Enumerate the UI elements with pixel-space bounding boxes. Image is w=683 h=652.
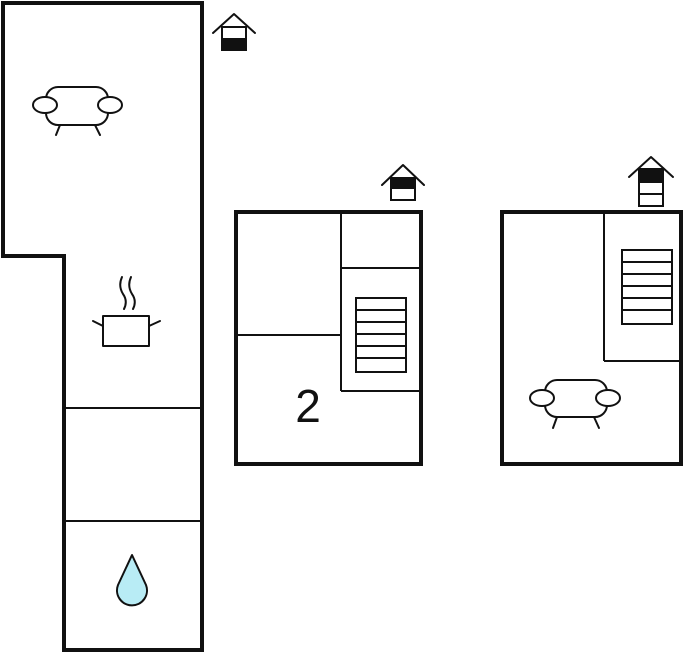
cooking-pot-icon <box>92 276 161 347</box>
first-floor: 2 <box>234 164 425 466</box>
stairs-icon <box>355 297 407 373</box>
stairs-icon <box>621 249 673 325</box>
ground-floor <box>1 1 256 652</box>
second-floor-walls <box>500 210 683 466</box>
house-level-icon <box>212 13 256 51</box>
sofa-icon <box>32 86 123 136</box>
house-level-icon <box>381 164 425 201</box>
second-floor <box>500 156 683 466</box>
first-floor-walls <box>234 210 423 466</box>
ground-floor-walls <box>1 1 204 652</box>
sofa-icon <box>529 379 621 429</box>
house-level-icon <box>628 156 674 207</box>
water-drop-icon <box>116 554 148 607</box>
room-label-2: 2 <box>295 380 321 432</box>
